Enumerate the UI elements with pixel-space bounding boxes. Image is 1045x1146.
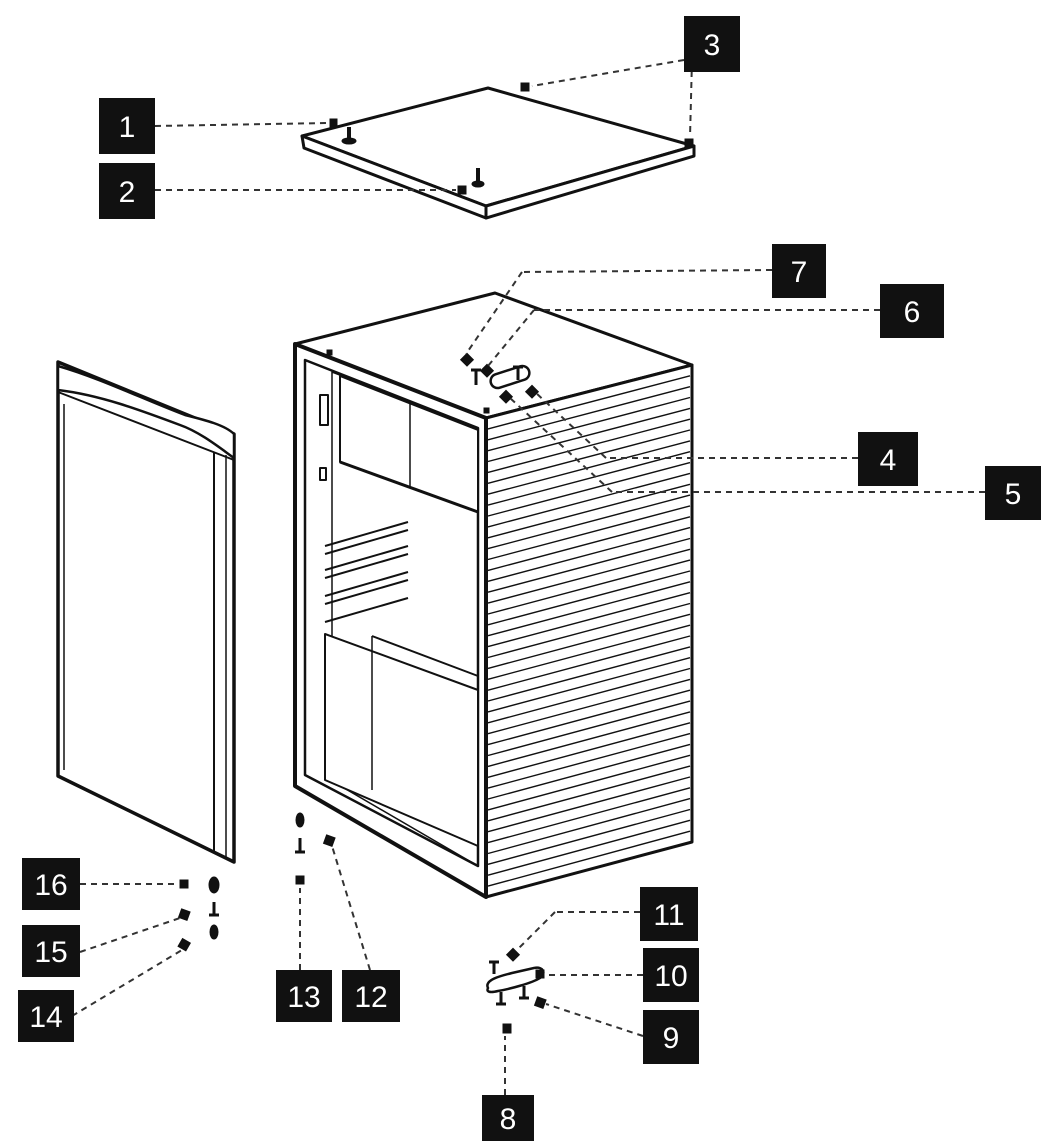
- side-rib: [487, 592, 691, 648]
- crisper-drawer: [324, 633, 479, 847]
- callout-15: 15: [22, 925, 80, 977]
- side-rib: [487, 667, 691, 724]
- callout-label: 11: [653, 899, 684, 932]
- callout-label: 15: [34, 936, 67, 969]
- side-rib: [487, 451, 691, 506]
- side-rib: [487, 548, 691, 604]
- callout-label: 5: [1005, 478, 1022, 511]
- cabinet-top-hinge: [326, 349, 540, 414]
- callout-label: 1: [119, 111, 136, 144]
- side-rib: [487, 808, 691, 865]
- callout-13: 13: [276, 970, 332, 1022]
- callout-label: 3: [704, 29, 721, 62]
- top-panel-studs: [329, 82, 694, 195]
- top-panel-surface: [300, 86, 696, 208]
- side-rib: [487, 819, 691, 876]
- side-rib: [487, 461, 691, 517]
- side-rib: [487, 483, 691, 539]
- side-rib: [487, 440, 691, 495]
- callout-label: 7: [791, 256, 808, 289]
- callout-4: 4: [858, 432, 918, 486]
- callout-8: 8: [482, 1095, 534, 1141]
- callout-7: 7: [772, 244, 826, 298]
- side-rib: [487, 657, 691, 713]
- callout-10: 10: [643, 948, 699, 1002]
- side-rib: [487, 700, 691, 757]
- side-rib: [487, 711, 691, 768]
- side-rib: [487, 624, 691, 680]
- door-handle: [56, 364, 236, 460]
- callout-6: 6: [880, 284, 944, 338]
- side-rib: [487, 602, 691, 659]
- side-rib: [487, 516, 691, 572]
- side-rib: [487, 418, 691, 474]
- side-rib: [487, 505, 691, 561]
- side-rib: [487, 765, 691, 822]
- callout-1: 1: [99, 98, 155, 154]
- side-rib: [487, 613, 691, 670]
- callout-12: 12: [342, 970, 400, 1022]
- side-rib: [487, 646, 691, 702]
- small-hardware: [177, 812, 547, 1034]
- side-rib: [487, 526, 691, 582]
- cabinet-side-ribs: [487, 375, 691, 887]
- callout-badges: 1 2 3 4 5 6 7 8: [18, 16, 1041, 1141]
- callout-5: 5: [985, 466, 1041, 520]
- side-rib: [487, 776, 691, 833]
- callout-14: 14: [18, 990, 74, 1042]
- side-rib: [487, 787, 691, 844]
- callout-label: 9: [663, 1022, 680, 1055]
- callout-label: 10: [654, 960, 687, 993]
- side-rib: [487, 581, 691, 637]
- callout-label: 12: [354, 981, 387, 1014]
- side-rib: [487, 375, 691, 430]
- side-rib: [487, 732, 691, 789]
- callout-label: 4: [880, 444, 897, 477]
- side-rib: [487, 797, 691, 855]
- callout-3: 3: [684, 16, 740, 72]
- callout-label: 14: [29, 1001, 62, 1034]
- side-rib: [487, 689, 691, 746]
- side-rib: [487, 472, 691, 528]
- side-rib: [487, 754, 691, 811]
- side-rib: [487, 635, 691, 691]
- side-rib: [487, 559, 691, 615]
- thermostat-knob: [319, 394, 329, 426]
- side-rib: [487, 678, 691, 735]
- leader-lines: [71, 59, 985, 1095]
- side-rib: [487, 743, 691, 800]
- side-rib: [487, 537, 691, 593]
- callout-label: 16: [34, 869, 67, 902]
- light-switch: [319, 467, 327, 481]
- side-rib: [487, 396, 691, 452]
- side-rib: [487, 494, 691, 550]
- callout-label: 2: [119, 176, 136, 209]
- shelf-rails: [324, 521, 409, 623]
- side-rib: [487, 429, 691, 484]
- callout-16: 16: [22, 858, 80, 910]
- callout-label: 6: [904, 296, 921, 329]
- side-rib: [487, 830, 691, 887]
- callout-label: 13: [287, 981, 320, 1014]
- door: [56, 360, 236, 864]
- callout-11: 11: [640, 887, 698, 941]
- top-panel-side-edge: [484, 144, 696, 220]
- callout-label: 8: [500, 1103, 517, 1136]
- callout-2: 2: [99, 163, 155, 219]
- side-rib: [487, 407, 691, 463]
- side-rib: [487, 386, 691, 441]
- top-panel: [300, 86, 696, 220]
- side-rib: [487, 722, 691, 778]
- bottom-hinge-bracket: [486, 966, 545, 994]
- side-rib: [487, 570, 691, 626]
- callout-9: 9: [643, 1010, 699, 1064]
